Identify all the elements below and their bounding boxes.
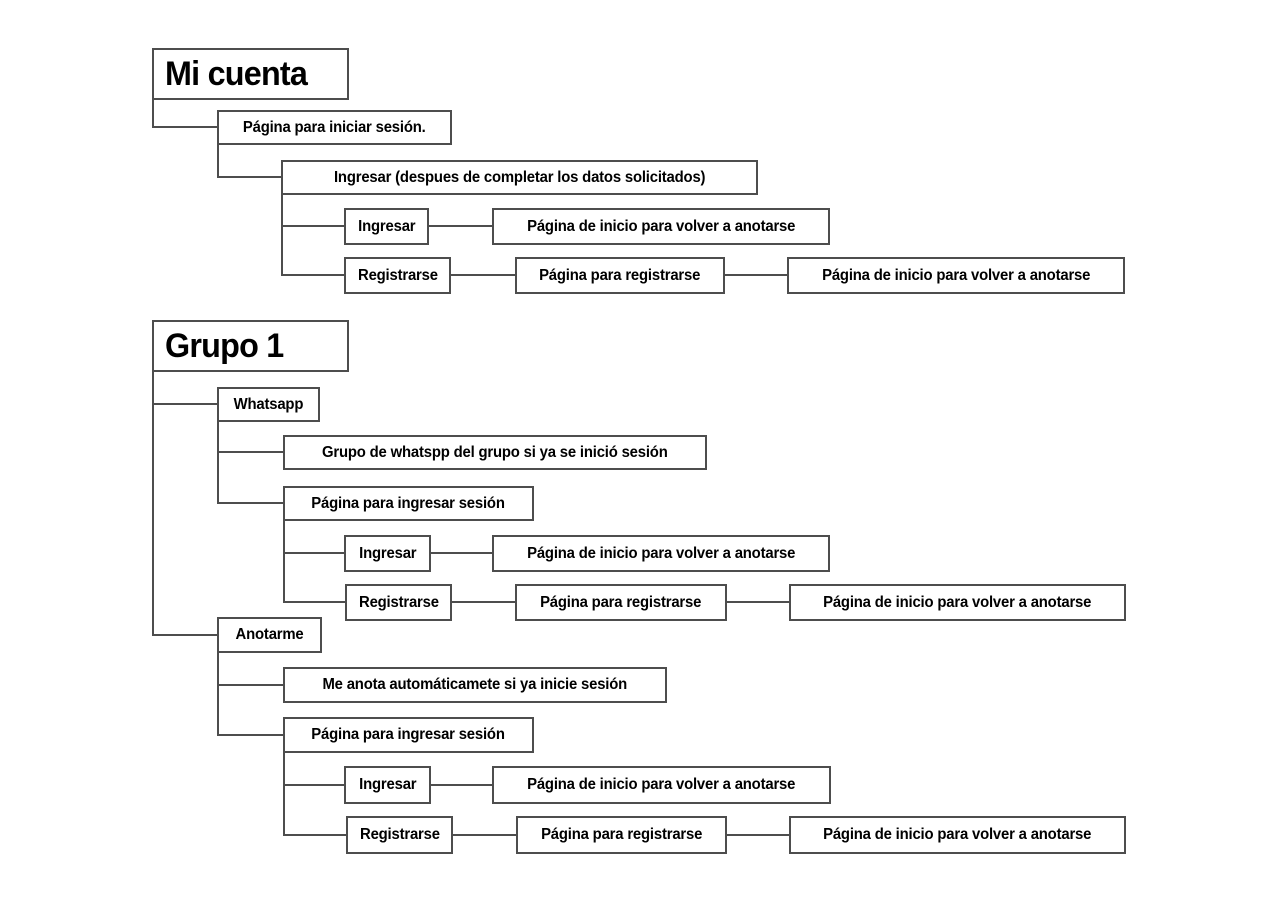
node-pagina-iniciar-sesion[interactable]: Página para iniciar sesión. [217, 110, 452, 145]
connector-h [727, 834, 789, 836]
node-me-anota-automaticamente[interactable]: Me anota automáticamete si ya inicie ses… [283, 667, 667, 703]
connector-v [217, 145, 219, 178]
node-ingresar-despues-datos[interactable]: Ingresar (despues de completar los datos… [281, 160, 758, 195]
connector-h [217, 451, 283, 453]
node-registrarse-2[interactable]: Registrarse [345, 584, 452, 621]
node-label: Página para registrarse [540, 593, 702, 611]
node-label: Registrarse [359, 826, 440, 843]
node-pagina-inicio-anotarse-1[interactable]: Página de inicio para volver a anotarse [492, 208, 830, 245]
node-pagina-inicio-anotarse-4[interactable]: Página de inicio para volver a anotarse [789, 584, 1126, 621]
node-pagina-registrarse-3[interactable]: Página para registrarse [516, 816, 727, 854]
node-label: Grupo 1 [165, 326, 284, 365]
node-pagina-ingresar-sesion-2[interactable]: Página para ingresar sesión [283, 717, 534, 753]
node-label: Página para ingresar sesión [311, 494, 506, 512]
connector-h [283, 784, 344, 786]
node-anotarme[interactable]: Anotarme [217, 617, 322, 653]
connector-v [152, 372, 154, 636]
connector-h [283, 834, 346, 836]
connector-h [281, 225, 344, 227]
node-label: Grupo de whatspp del grupo si ya se inic… [322, 443, 668, 461]
node-registrarse-1[interactable]: Registrarse [344, 257, 451, 294]
node-label: Ingresar [357, 217, 416, 235]
connector-h [727, 601, 789, 603]
node-pagina-inicio-anotarse-5[interactable]: Página de inicio para volver a anotarse [492, 766, 831, 804]
node-label: Página de inicio para volver a anotarse [526, 217, 796, 235]
node-label: Registrarse [358, 593, 439, 611]
connector-h [431, 784, 492, 786]
node-pagina-ingresar-sesion-1[interactable]: Página para ingresar sesión [283, 486, 534, 521]
connector-h [152, 634, 217, 636]
connector-h [152, 126, 217, 128]
connector-h [217, 684, 283, 686]
connector-h [451, 274, 515, 276]
connector-h [452, 601, 515, 603]
node-label: Página para registrarse [540, 826, 703, 843]
connector-v [217, 422, 219, 504]
node-mi-cuenta[interactable]: Mi cuenta [152, 48, 349, 100]
node-label: Ingresar (despues de completar los datos… [333, 168, 706, 186]
node-label: Página para ingresar sesión [311, 726, 506, 743]
node-label: Página de inicio para volver a anotarse [527, 776, 796, 793]
connector-h [283, 552, 344, 554]
node-pagina-registrarse-2[interactable]: Página para registrarse [515, 584, 727, 621]
connector-v [152, 100, 154, 128]
node-ingresar-2[interactable]: Ingresar [344, 535, 431, 572]
node-label: Página para iniciar sesión. [243, 118, 426, 136]
node-label: Anotarme [235, 626, 304, 643]
node-label: Página de inicio para volver a anotarse [821, 266, 1091, 284]
connector-h [429, 225, 492, 227]
connector-v [217, 653, 219, 736]
node-label: Registrarse [357, 266, 438, 284]
connector-h [431, 552, 492, 554]
node-pagina-registrarse-1[interactable]: Página para registrarse [515, 257, 725, 294]
node-pagina-inicio-anotarse-3[interactable]: Página de inicio para volver a anotarse [492, 535, 830, 572]
node-ingresar-3[interactable]: Ingresar [344, 766, 431, 804]
node-label: Página de inicio para volver a anotarse [526, 544, 796, 562]
node-pagina-inicio-anotarse-2[interactable]: Página de inicio para volver a anotarse [787, 257, 1125, 294]
node-label: Ingresar [358, 776, 417, 793]
connector-h [217, 502, 283, 504]
node-pagina-inicio-anotarse-6[interactable]: Página de inicio para volver a anotarse [789, 816, 1126, 854]
connector-h [283, 601, 345, 603]
node-label: Página para registrarse [539, 266, 701, 284]
node-grupo-whatsapp-sesion[interactable]: Grupo de whatspp del grupo si ya se inic… [283, 435, 707, 470]
connector-h [281, 274, 344, 276]
connector-v [283, 753, 285, 836]
node-whatsapp[interactable]: Whatsapp [217, 387, 320, 422]
node-ingresar-1[interactable]: Ingresar [344, 208, 429, 245]
connector-v [283, 521, 285, 603]
connector-v [281, 195, 283, 276]
node-label: Me anota automáticamete si ya inicie ses… [322, 676, 628, 693]
node-label: Página de inicio para volver a anotarse [823, 826, 1092, 843]
node-registrarse-3[interactable]: Registrarse [346, 816, 453, 854]
node-grupo-1[interactable]: Grupo 1 [152, 320, 349, 372]
connector-h [217, 176, 281, 178]
node-label: Mi cuenta [165, 54, 308, 93]
node-label: Página de inicio para volver a anotarse [823, 593, 1092, 611]
node-label: Ingresar [358, 544, 417, 562]
connector-h [453, 834, 516, 836]
node-label: Whatsapp [233, 395, 304, 413]
connector-h [152, 403, 217, 405]
connector-h [725, 274, 787, 276]
connector-h [217, 734, 283, 736]
